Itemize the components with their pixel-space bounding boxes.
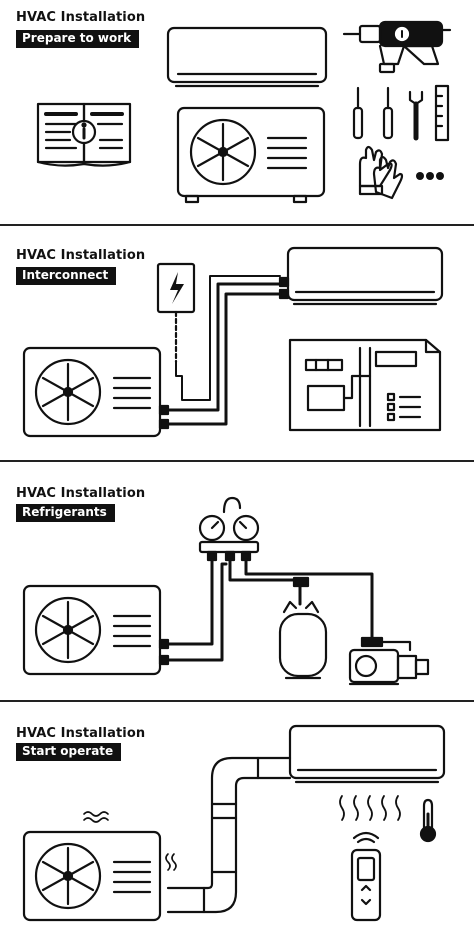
panel-label: Refrigerants <box>16 504 115 522</box>
panel-title: HVAC Installation <box>16 10 146 25</box>
wrench-icon <box>408 90 424 141</box>
refrigerant-tank-icon <box>278 576 328 680</box>
thermometer-icon <box>419 798 437 843</box>
panel-prepare: HVAC Installation Prepare to work <box>0 0 474 224</box>
drill-icon <box>342 20 452 74</box>
panel-refrigerants: HVAC Installation Refrigerants <box>0 474 474 700</box>
insulated-pipe-icon <box>166 756 292 914</box>
panel-title: HVAC Installation <box>16 486 146 501</box>
ruler-icon <box>434 84 450 142</box>
indoor-ac-unit-icon <box>166 26 328 88</box>
screwdriver-icon <box>352 86 394 140</box>
panel-label: Interconnect <box>16 267 117 285</box>
outdoor-unit-icon <box>22 830 162 922</box>
panel-start-operate: HVAC Installation Start operate <box>0 714 474 938</box>
manual-book-icon <box>36 102 132 167</box>
divider <box>0 460 474 462</box>
panel-label: Prepare to work <box>16 30 140 48</box>
indoor-ac-unit-icon <box>288 724 446 784</box>
power-switch-icon <box>156 262 196 364</box>
cold-air-icon <box>339 795 401 821</box>
outdoor-unit-icon <box>22 584 170 676</box>
divider <box>0 700 474 702</box>
outdoor-unit-icon <box>22 346 170 438</box>
wire-lines <box>166 275 282 426</box>
divider <box>0 224 474 226</box>
gloves-icon <box>358 145 404 200</box>
hose-lines <box>166 558 374 662</box>
more-dots-icon <box>416 172 444 180</box>
panel-title: HVAC Installation <box>16 248 146 263</box>
vacuum-pump-icon <box>348 636 430 686</box>
outdoor-unit-icon <box>176 106 326 204</box>
panel-title: HVAC Installation <box>16 726 146 741</box>
remote-control-icon <box>350 831 382 922</box>
wiring-diagram-icon <box>288 338 442 432</box>
indoor-ac-unit-icon <box>278 246 444 306</box>
heat-waves-icon <box>83 811 177 871</box>
panel-label: Start operate <box>16 743 122 761</box>
panel-interconnect: HVAC Installation Interconnect <box>0 236 474 460</box>
manifold-gauge-icon <box>198 496 260 562</box>
